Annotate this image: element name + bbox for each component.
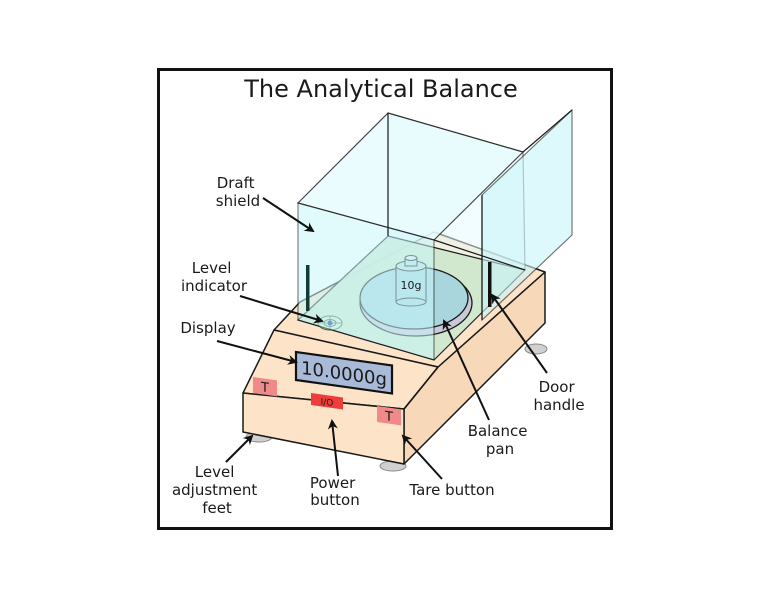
power-button[interactable]: I/O <box>311 393 343 410</box>
weight-label: 10g <box>401 279 422 292</box>
power-button-label: I/O <box>321 397 334 409</box>
tare-button-left[interactable]: T <box>253 377 277 397</box>
arrow-door-handle <box>490 293 548 374</box>
label-display: Display <box>180 319 235 337</box>
arrow-draft-shield <box>262 197 315 233</box>
base-edge <box>403 366 439 410</box>
diagram-title: The Analytical Balance <box>243 75 517 103</box>
tare-left-label: T <box>260 380 269 396</box>
label-level-feet: Level adjustment feet <box>172 463 262 517</box>
shield-edge <box>433 239 526 271</box>
shield-left <box>297 202 435 361</box>
foot-back-right <box>524 343 548 355</box>
door-handle-right <box>488 262 492 307</box>
label-tare-button: Tare button <box>408 481 494 499</box>
arrow-balance-pan <box>442 319 490 421</box>
arrow-level-feet <box>225 434 254 463</box>
label-door-handle: Door handle <box>533 378 584 414</box>
label-level-indicator: Level indicator <box>181 259 248 295</box>
tare-button-right[interactable]: T <box>377 406 401 426</box>
label-balance-pan: Balance pan <box>468 422 533 458</box>
arrow-tare-button <box>401 434 443 480</box>
arrow-display <box>216 340 298 365</box>
label-power-button: Power button <box>310 474 360 509</box>
base-front <box>242 392 405 465</box>
draft-shield <box>296 108 573 361</box>
shield-edge <box>522 109 573 153</box>
arrow-level-indicator <box>239 295 324 324</box>
label-draft-shield: Draft shield <box>216 174 260 210</box>
door-handle-left <box>306 265 310 311</box>
arrow-power-button <box>327 419 339 477</box>
diagram-frame <box>157 68 613 530</box>
tare-right-label: T <box>384 409 393 425</box>
